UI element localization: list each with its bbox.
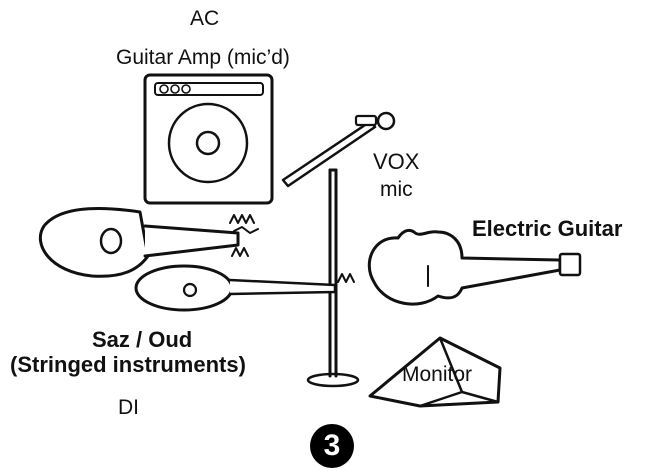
- electric-guitar-label: Electric Guitar: [472, 216, 623, 241]
- mic-stand-icon: [281, 111, 396, 388]
- electric-guitar-icon: [367, 228, 582, 306]
- monitor-wedge-icon: [368, 336, 502, 408]
- monitor-label: Monitor: [402, 363, 473, 386]
- step-number-badge: 3: [310, 424, 354, 468]
- amp-title: AC: [190, 7, 220, 30]
- vox-label: VOX: [373, 149, 420, 174]
- saz-oud-label: Saz / Oud: [92, 327, 193, 352]
- oud-icon: [38, 207, 259, 278]
- saz-icon: [134, 264, 355, 312]
- amp-subtitle: Guitar Amp (mic’d): [116, 46, 290, 69]
- di-label: DI: [118, 396, 139, 419]
- guitar-amp-icon: [143, 73, 274, 205]
- stringed-instruments-label: (Stringed instruments): [10, 352, 246, 377]
- vox-mic-label: mic: [380, 178, 413, 201]
